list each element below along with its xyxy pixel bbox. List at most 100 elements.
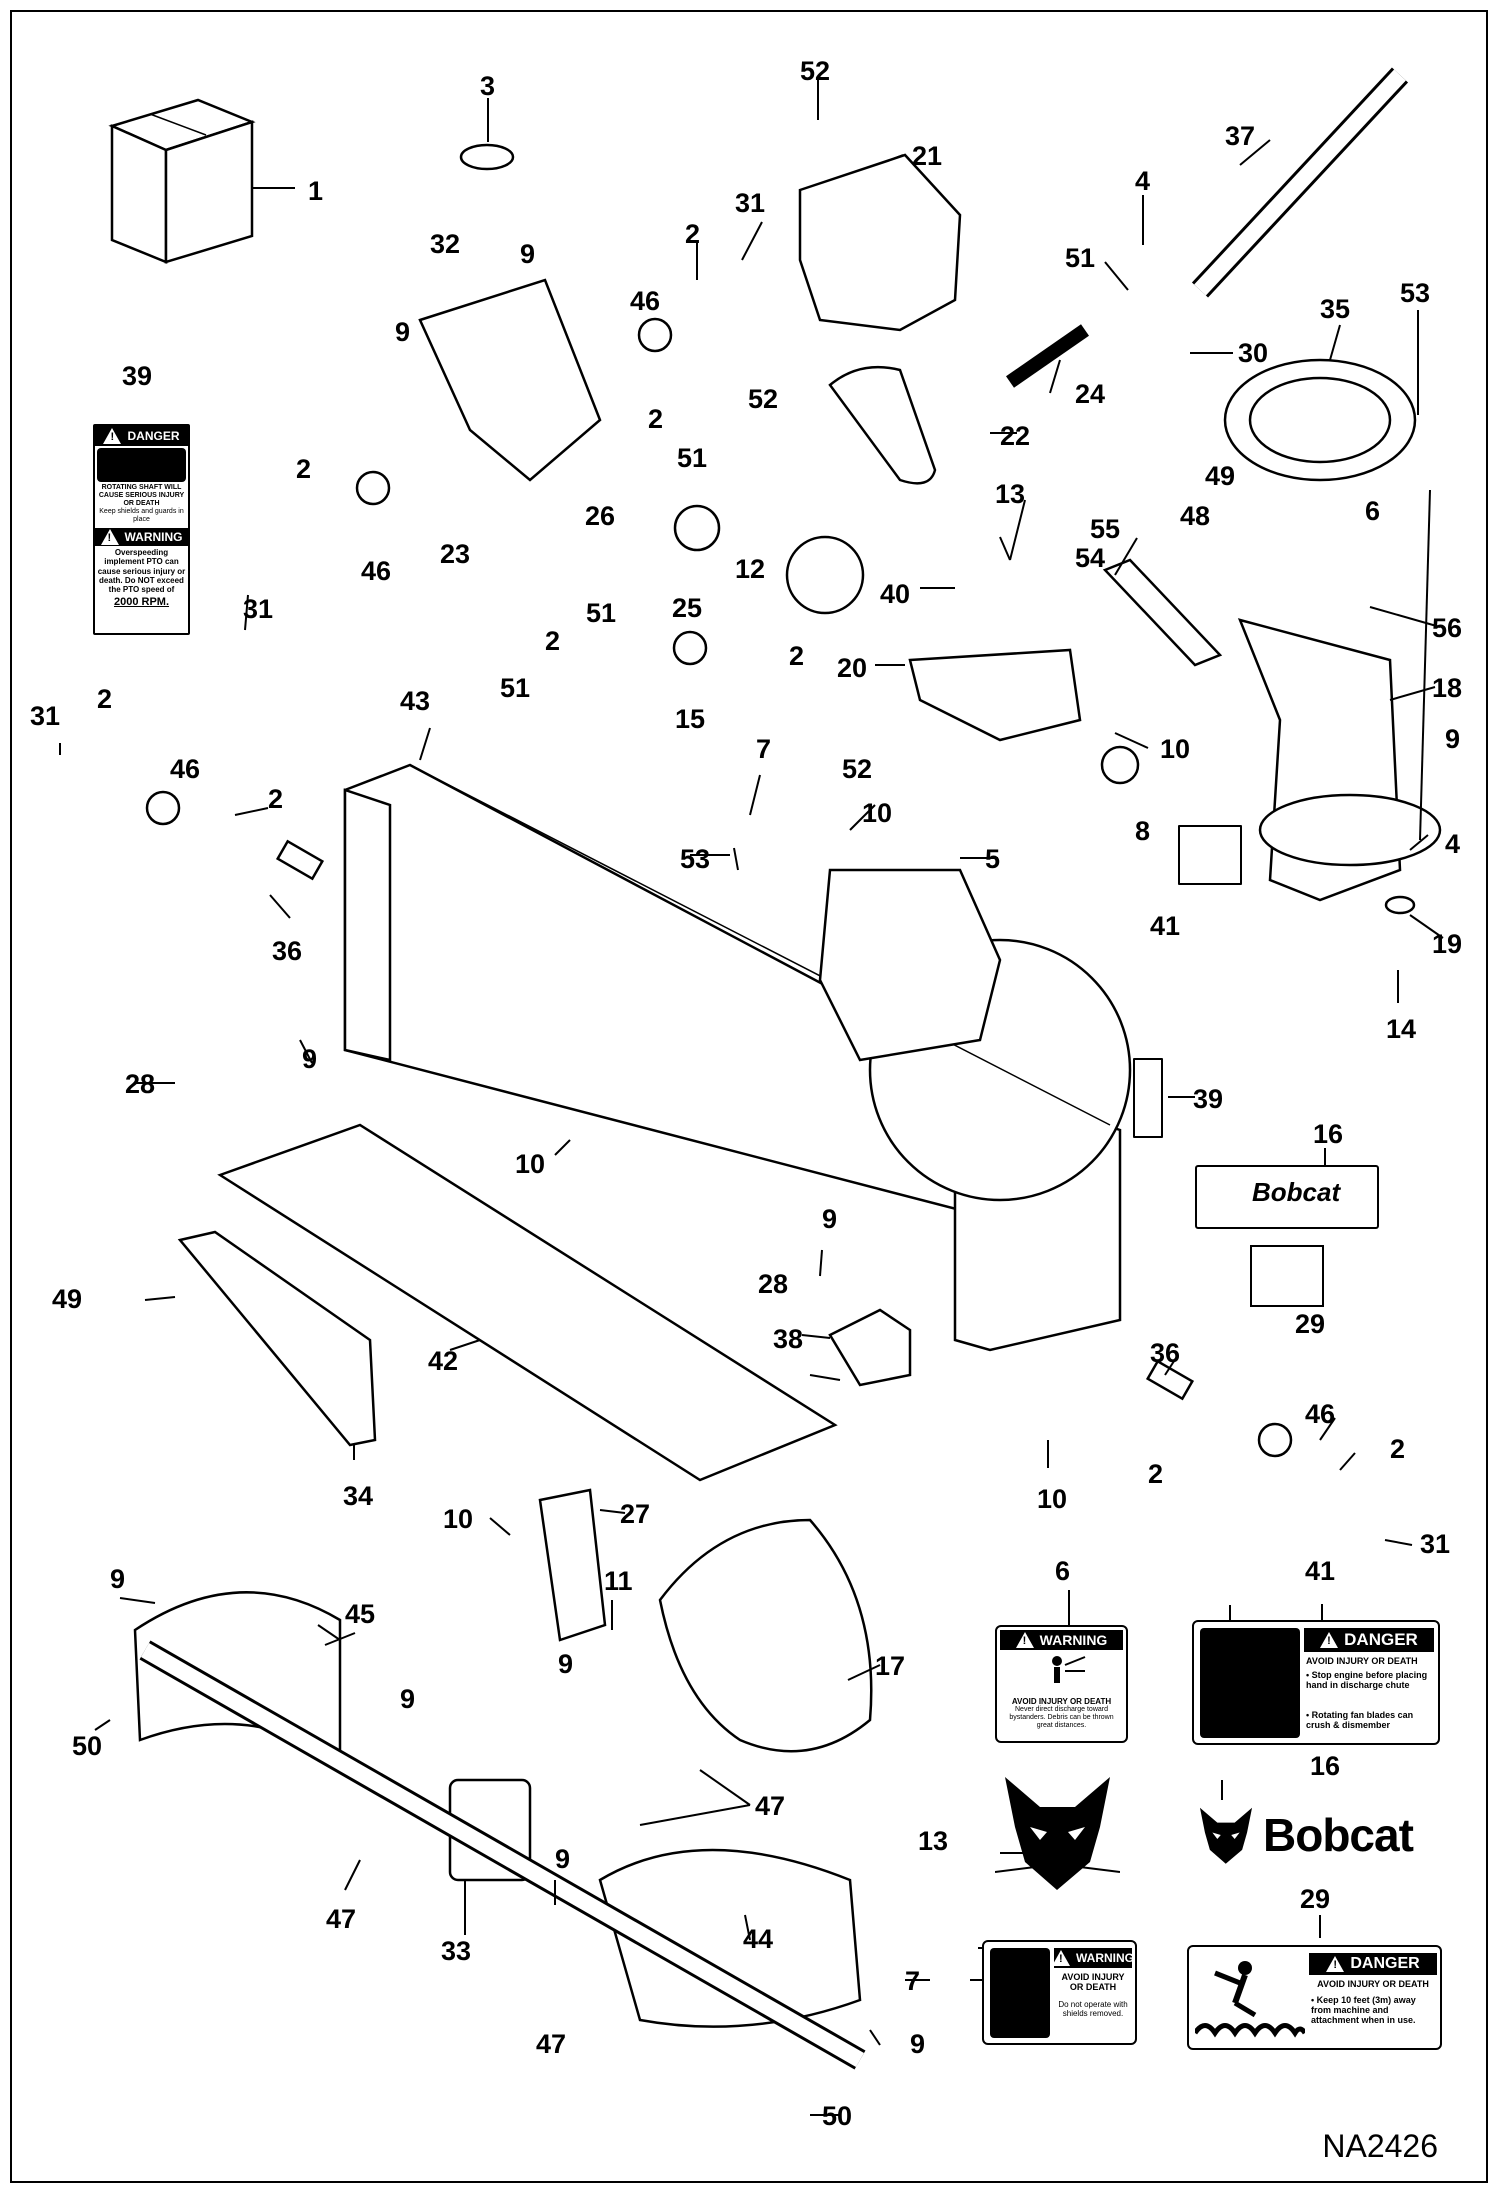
callout-7: 7	[756, 734, 771, 764]
decal-29-danger: ! DANGER AVOID INJURY OR DEATH • Keep 10…	[1187, 1945, 1442, 2050]
warning-triangle-icon: !	[103, 428, 122, 444]
decal-41-sub: AVOID INJURY OR DEATH	[1306, 1656, 1418, 1666]
callout-2: 2	[648, 404, 663, 434]
callout-27: 27	[620, 1499, 650, 1529]
entanglement-pictogram	[97, 448, 186, 482]
callout-24: 24	[1075, 379, 1105, 409]
part-36-pin-right	[1145, 1359, 1195, 1401]
callout-9: 9	[110, 1564, 125, 1594]
callout-36: 36	[1150, 1338, 1180, 1368]
callout-17: 17	[875, 1651, 905, 1681]
callout-9: 9	[910, 2029, 925, 2059]
callout-2: 2	[268, 784, 283, 814]
callout-45: 45	[345, 1599, 375, 1629]
callout-39: 39	[1193, 1084, 1223, 1114]
callout-29: 29	[1295, 1309, 1325, 1339]
callout-35: 35	[1320, 294, 1350, 324]
decal-39-danger-heading: DANGER	[127, 429, 180, 443]
decal-6-warning: ! WARNING AVOID INJURY OR DEATH Never di…	[995, 1625, 1128, 1743]
callout-50: 50	[822, 2101, 852, 2131]
part-1-box	[108, 98, 256, 264]
callout-9: 9	[400, 1684, 415, 1714]
part-20-deflector	[908, 648, 1082, 742]
callout-6: 6	[1365, 496, 1380, 526]
callout-1: 1	[308, 176, 323, 206]
decal-13-bobcat-head	[994, 1772, 1121, 1892]
callout-38: 38	[773, 1324, 803, 1354]
callout-48: 48	[1180, 501, 1210, 531]
decal-29-exploded	[1250, 1245, 1324, 1307]
callout-9: 9	[302, 1044, 317, 1074]
decal-29-heading: DANGER	[1350, 1955, 1420, 1972]
part-45-auger	[133, 1591, 342, 1763]
callout-11: 11	[604, 1566, 633, 1596]
callout-9: 9	[1445, 724, 1460, 754]
callout-2: 2	[685, 219, 700, 249]
decal-6-text: Never direct discharge toward bystanders…	[1009, 1706, 1114, 1730]
callout-30: 30	[1238, 338, 1268, 368]
decal-41-bullet1: • Stop engine before placing hand in dis…	[1306, 1670, 1428, 1690]
callout-39: 39	[122, 361, 152, 391]
callout-19: 19	[1432, 929, 1462, 959]
callout-52: 52	[748, 384, 778, 414]
callout-54: 54	[1075, 543, 1105, 573]
callout-2: 2	[97, 684, 112, 714]
callout-37: 37	[1225, 121, 1255, 151]
fan-hand-pictogram	[1200, 1628, 1300, 1738]
callout-14: 14	[1386, 1014, 1416, 1044]
callout-31: 31	[735, 188, 765, 218]
callout-2: 2	[1390, 1434, 1405, 1464]
decal-39-rpm: 2000 RPM.	[113, 596, 170, 609]
callout-28: 28	[758, 1269, 788, 1299]
callout-21: 21	[912, 141, 942, 171]
decal-6-sub: AVOID INJURY OR DEATH	[1011, 1697, 1112, 1706]
callout-49: 49	[52, 1284, 82, 1314]
callout-56: 56	[1432, 613, 1462, 643]
callout-numbers: 1 3 52 21 31 32 9 2 46 9 2 52 4 37 51 30…	[30, 56, 1462, 2131]
callout-13: 13	[918, 1826, 948, 1856]
decal-16-bobcat-logo: Bobcat	[1195, 1800, 1445, 1870]
part-24-pin	[1006, 324, 1089, 388]
callout-46: 46	[1305, 1399, 1335, 1429]
callout-46: 46	[170, 754, 200, 784]
callout-50: 50	[72, 1731, 102, 1761]
callout-9: 9	[822, 1204, 837, 1234]
callout-16: 16	[1310, 1751, 1340, 1781]
part-22-chain	[828, 365, 937, 485]
callout-12: 12	[735, 554, 765, 584]
callout-49: 49	[1205, 461, 1235, 491]
callout-2: 2	[1148, 1459, 1163, 1489]
callout-9: 9	[555, 1844, 570, 1874]
callout-42: 42	[428, 1346, 458, 1376]
callout-9: 9	[520, 239, 535, 269]
decal-29-text: • Keep 10 feet (3m) away from machine an…	[1311, 1995, 1416, 2025]
callout-55: 55	[1090, 514, 1120, 544]
part-38-bracket	[828, 1308, 912, 1387]
callout-4: 4	[1135, 166, 1150, 196]
decal-41-danger: ! DANGER AVOID INJURY OR DEATH • Stop en…	[1192, 1620, 1440, 1745]
callout-6: 6	[1055, 1556, 1070, 1586]
bobcat-head-icon	[994, 1777, 1121, 1890]
part-42-cutting-edge	[217, 1123, 838, 1482]
part-27-bracket	[538, 1488, 607, 1642]
callout-31: 31	[30, 701, 60, 731]
part-36-pin-left	[275, 839, 325, 881]
callout-32: 32	[430, 229, 460, 259]
part-46-bearing	[637, 317, 673, 353]
callout-15: 15	[675, 704, 705, 734]
callout-2: 2	[545, 626, 560, 656]
callout-47: 47	[755, 1791, 785, 1821]
callout-9: 9	[395, 317, 410, 347]
callout-41: 41	[1150, 911, 1180, 941]
callout-33: 33	[441, 1936, 471, 1966]
callout-51: 51	[500, 673, 530, 703]
decal-39-danger-text: ROTATING SHAFT WILL CAUSE SERIOUS INJURY…	[98, 484, 185, 508]
callout-2: 2	[789, 641, 804, 671]
warning-triangle-icon: !	[1326, 1956, 1345, 1972]
decal-39-danger-sub: Keep shields and guards in place	[99, 508, 184, 524]
part-44-auger	[598, 1848, 862, 2028]
decal-6-heading: WARNING	[1039, 1632, 1108, 1648]
callout-2: 2	[296, 454, 311, 484]
part-46-bearing	[145, 790, 181, 826]
